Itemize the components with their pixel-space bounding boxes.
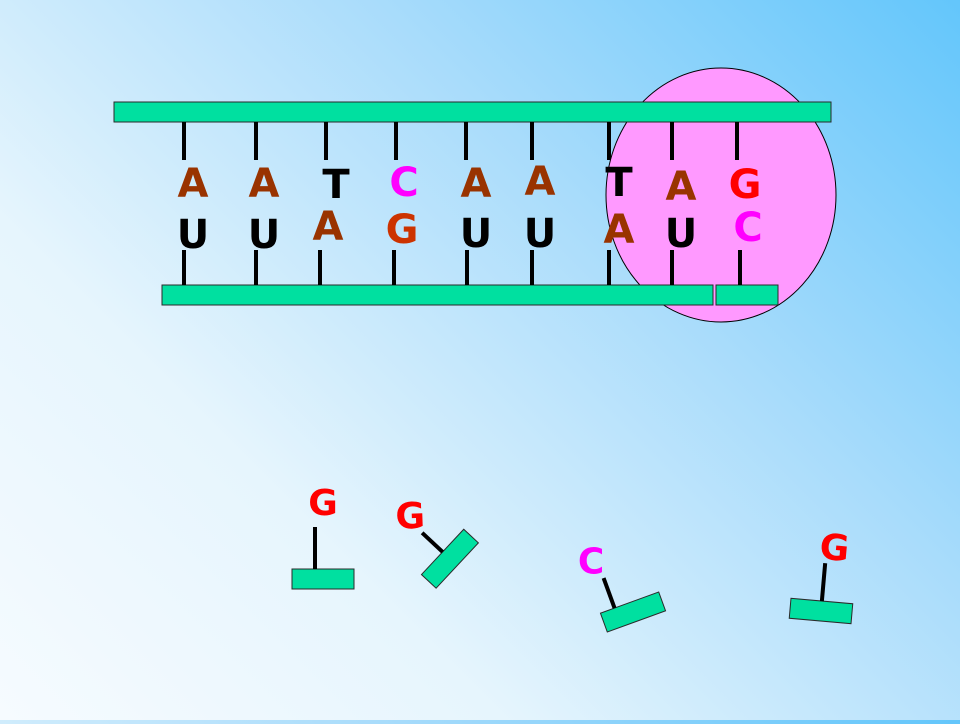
free-nucleotide-stick bbox=[819, 563, 828, 602]
dna-base-letter: A bbox=[178, 161, 209, 207]
free-nucleotide-stick bbox=[601, 577, 617, 609]
rna-base-letter: U bbox=[665, 211, 697, 257]
dna-base-letter: T bbox=[605, 160, 633, 206]
free-nucleotide-sugar bbox=[291, 568, 355, 590]
free-nucleotide-sugar bbox=[788, 597, 854, 625]
free-nucleotide-sugar bbox=[599, 591, 667, 633]
free-nucleotide-letter: G bbox=[818, 527, 851, 570]
dna-base-sticks bbox=[182, 122, 739, 160]
free-nucleotide-letter: G bbox=[395, 496, 426, 538]
rna-base-letter: U bbox=[177, 212, 209, 258]
dna-base-letter: T bbox=[322, 162, 350, 208]
free-nucleotide-letter: C bbox=[578, 541, 604, 582]
rna-base-letter: U bbox=[524, 211, 556, 257]
free-nucleotide-sugar bbox=[420, 528, 480, 589]
rna-base-letter: U bbox=[248, 212, 280, 258]
free-nucleotide: G bbox=[291, 483, 355, 590]
free-nucleotide-letter: G bbox=[308, 483, 338, 524]
rna-backbone-new-segment bbox=[715, 284, 779, 306]
dna-base-letter: A bbox=[249, 161, 280, 207]
free-nucleotide-stick bbox=[420, 531, 444, 554]
dna-base-letter: A bbox=[525, 159, 556, 205]
rna-base-letter: A bbox=[604, 207, 635, 253]
dna-base-letter: G bbox=[729, 162, 762, 208]
rna-base-letter: G bbox=[386, 207, 419, 253]
dna-base-letter: A bbox=[461, 161, 492, 207]
rna-base-letter: C bbox=[733, 205, 762, 251]
dna-base-letter: A bbox=[666, 164, 697, 210]
free-nucleotide: G bbox=[788, 527, 854, 625]
rna-base-letter: U bbox=[460, 211, 492, 257]
dna-base-letter: C bbox=[389, 160, 418, 206]
free-nucleotide: C bbox=[578, 541, 667, 633]
rna-base-sticks bbox=[182, 250, 742, 285]
rna-backbone bbox=[161, 284, 714, 306]
dna-backbone bbox=[113, 101, 832, 123]
rna-base-letter: A bbox=[313, 204, 344, 250]
rna-polymerase-ellipse bbox=[605, 67, 837, 323]
free-nucleotide: G bbox=[395, 496, 480, 589]
